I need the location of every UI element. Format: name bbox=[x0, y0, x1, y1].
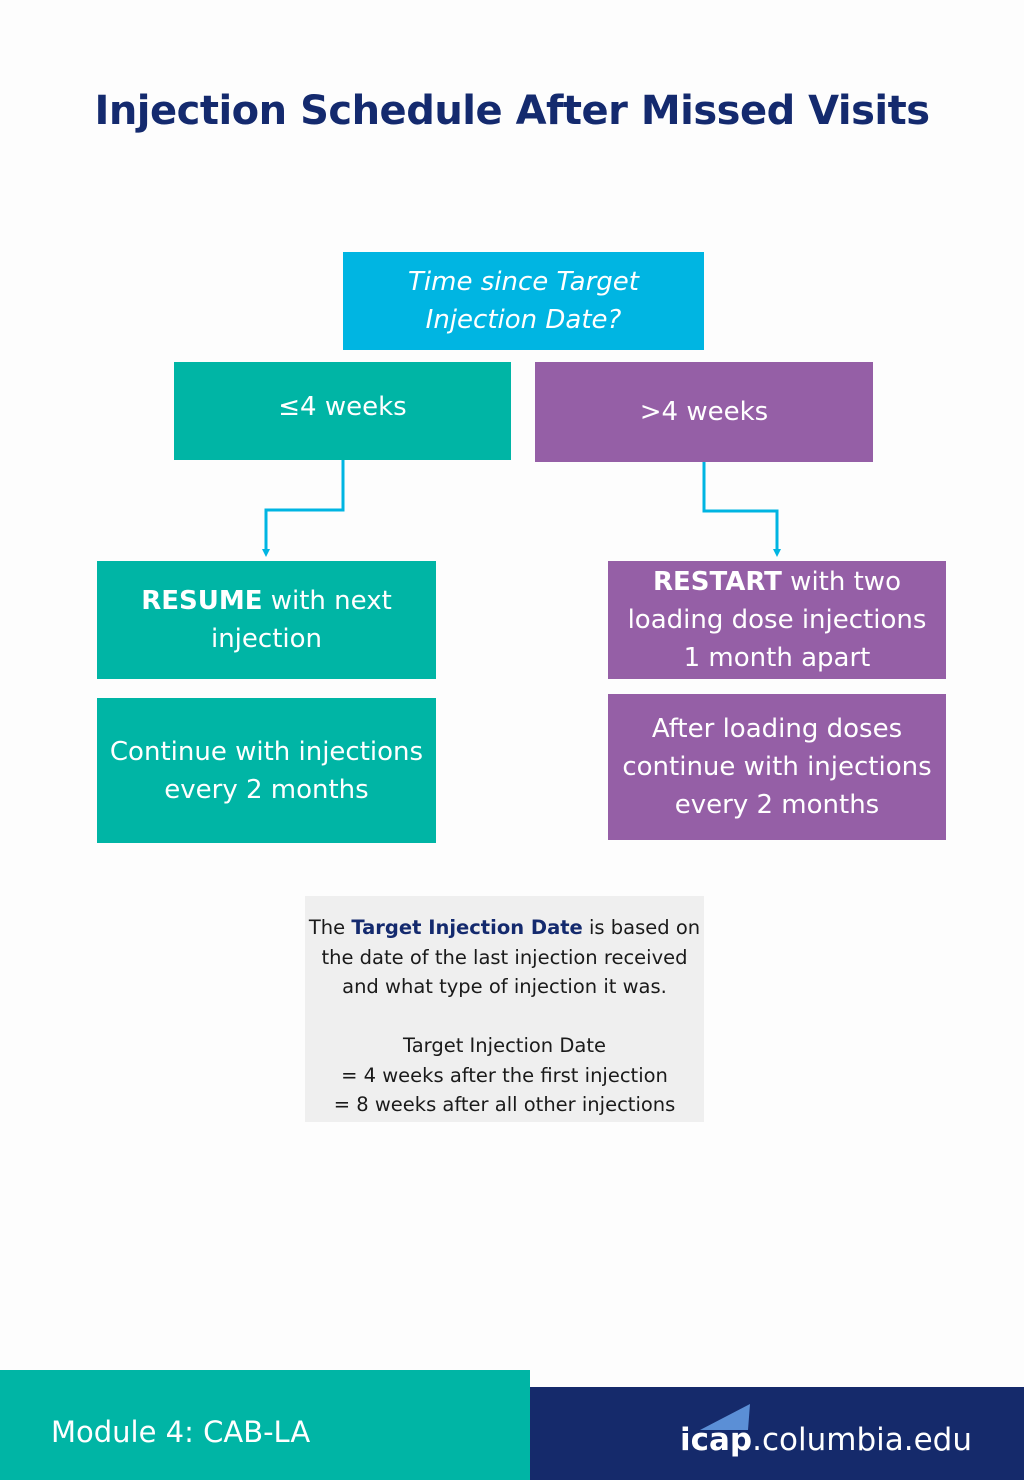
resume-line-1: RESUME with next bbox=[141, 582, 392, 620]
after-loading-box: After loading doses continue with inject… bbox=[608, 694, 946, 840]
brand-bold: icap bbox=[680, 1422, 753, 1458]
branch-le-4-weeks-label: ≤4 weeks bbox=[278, 392, 407, 422]
branch-gt-4-weeks: >4 weeks bbox=[535, 362, 873, 462]
resume-keyword: RESUME bbox=[141, 586, 263, 616]
resume-box: RESUME with next injection bbox=[97, 561, 436, 679]
target-date-note: The Target Injection Date is based on th… bbox=[305, 896, 704, 1122]
connector-arrows bbox=[262, 460, 781, 557]
branch-gt-4-weeks-label: >4 weeks bbox=[639, 397, 769, 427]
question-box: Time since Target Injection Date? bbox=[343, 252, 704, 350]
continue-line-1: Continue with injections bbox=[109, 736, 424, 767]
restart-box: RESTART with two loading dose injections… bbox=[608, 561, 946, 679]
note-line-2: the date of the last injection received bbox=[321, 945, 688, 969]
restart-line-1: RESTART with two bbox=[628, 563, 927, 601]
icap-logo: icap.columbia.edu bbox=[680, 1420, 972, 1460]
note-line-6: = 8 weeks after all other injections bbox=[333, 1093, 676, 1116]
resume-rest: with next bbox=[262, 586, 392, 616]
page-title: Injection Schedule After Missed Visits bbox=[94, 88, 930, 134]
note-highlight: Target Injection Date bbox=[351, 916, 583, 939]
note-pre: The bbox=[308, 916, 352, 939]
left-connector-arrow bbox=[262, 460, 345, 557]
after-loading-line-1: After loading doses bbox=[651, 714, 903, 744]
right-connector-arrow bbox=[702, 462, 781, 557]
restart-line-3: 1 month apart bbox=[683, 643, 871, 673]
restart-rest: with two bbox=[781, 567, 901, 597]
restart-keyword: RESTART bbox=[652, 567, 782, 597]
continue-box: Continue with injections every 2 months bbox=[97, 698, 436, 843]
after-loading-line-2: continue with injections bbox=[622, 752, 932, 782]
question-line-2: Injection Date? bbox=[425, 305, 622, 335]
note-line-1: The Target Injection Date is based on bbox=[305, 913, 704, 943]
module-label: Module 4: CAB-LA bbox=[51, 1415, 311, 1449]
footer-teal-band bbox=[0, 1370, 530, 1480]
resume-line-2: injection bbox=[210, 624, 323, 654]
note-line-5: = 4 weeks after the first injection bbox=[341, 1063, 668, 1087]
brand-rest: .columbia.edu bbox=[752, 1422, 972, 1458]
branch-le-4-weeks: ≤4 weeks bbox=[174, 362, 511, 460]
note-line-3: and what type of injection it was. bbox=[342, 975, 667, 998]
note-post: is based on bbox=[582, 916, 701, 939]
after-loading-line-3: every 2 months bbox=[674, 790, 880, 820]
continue-line-2: every 2 months bbox=[164, 774, 369, 805]
note-line-4: Target Injection Date bbox=[403, 1034, 606, 1057]
question-line-1: Time since Target bbox=[408, 267, 639, 297]
icap-logo-mark-icon bbox=[700, 1404, 750, 1430]
footer-navy-band bbox=[530, 1387, 1024, 1480]
restart-line-2: loading dose injections bbox=[627, 605, 927, 635]
note-spacer bbox=[305, 1002, 704, 1032]
